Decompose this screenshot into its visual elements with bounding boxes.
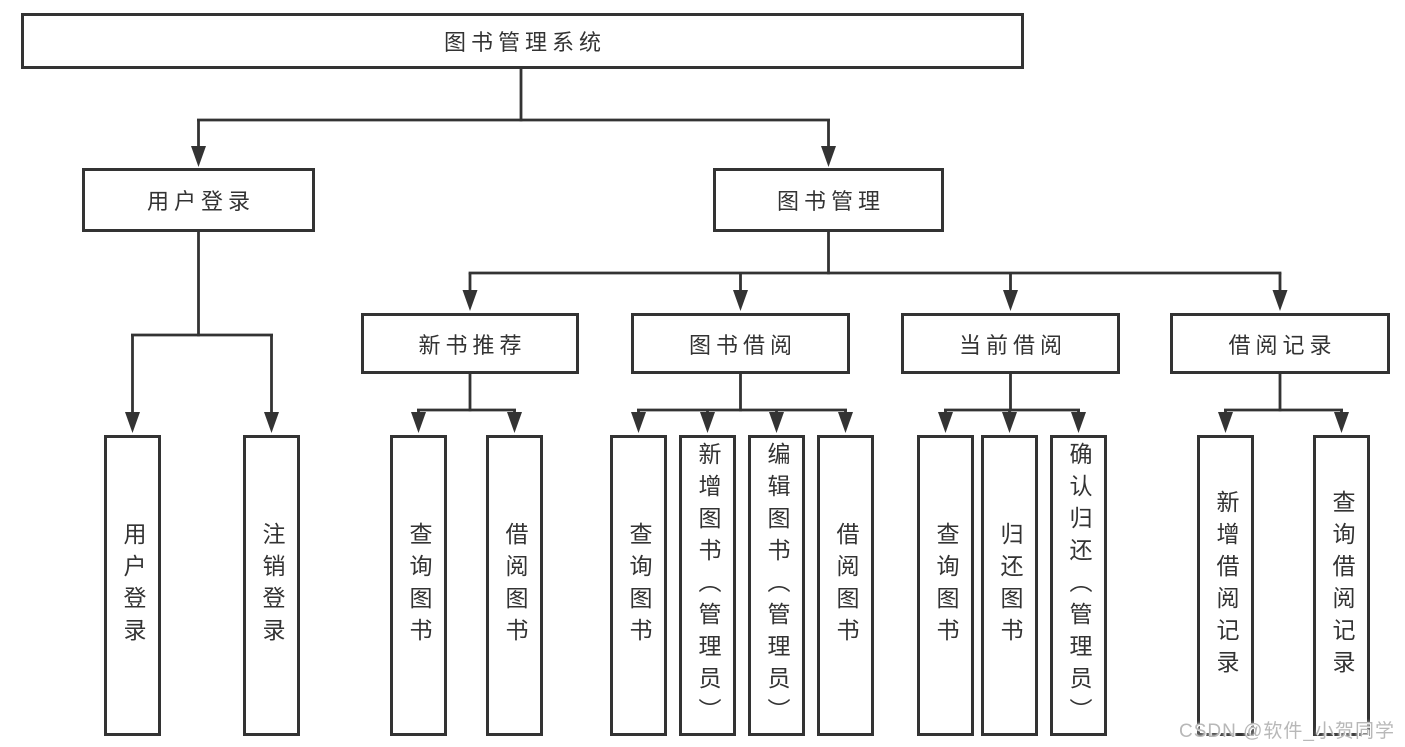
leaf-query-books-borrowing: 查询图书 [610, 435, 667, 736]
node-borrowing-records: 借阅记录 [1170, 313, 1390, 374]
node-book-management-label: 图书管理 [776, 189, 885, 214]
leaf-add-books-admin: 新增图书（管理员） [679, 435, 736, 736]
leaf-logout-label: 注销登录 [259, 521, 285, 650]
node-new-book-recommend: 新书推荐 [361, 313, 579, 374]
node-current-borrowing: 当前借阅 [901, 313, 1120, 374]
node-book-borrowing-label: 图书借阅 [688, 332, 797, 358]
leaf-query-books-borrowing-label: 查询图书 [626, 521, 652, 650]
csdn-watermark: CSDN @软件_小贺同学 [1179, 721, 1395, 742]
node-borrowing-records-label: 借阅记录 [1228, 332, 1337, 358]
leaf-confirm-return-admin-label: 确认归还（管理员） [1066, 441, 1092, 730]
leaf-user-login-label: 用户登录 [120, 521, 146, 650]
leaf-return-books: 归还图书 [981, 435, 1038, 736]
leaf-add-borrow-record: 新增借阅记录 [1197, 435, 1254, 736]
leaf-edit-books-admin-label: 编辑图书（管理员） [764, 441, 790, 730]
node-library-management-system-label: 图书管理系统 [443, 30, 606, 55]
leaf-logout: 注销登录 [243, 435, 300, 736]
leaf-return-books-label: 归还图书 [997, 521, 1023, 650]
leaf-borrow-books-recommend: 借阅图书 [486, 435, 543, 736]
leaf-query-books-recommend-label: 查询图书 [406, 521, 432, 650]
node-user-login: 用户登录 [82, 168, 315, 232]
leaf-edit-books-admin: 编辑图书（管理员） [748, 435, 805, 736]
leaf-confirm-return-admin: 确认归还（管理员） [1050, 435, 1107, 736]
node-library-management-system: 图书管理系统 [21, 13, 1024, 69]
leaf-borrow-books-label: 借阅图书 [833, 521, 859, 650]
leaf-query-borrow-record: 查询借阅记录 [1313, 435, 1370, 736]
leaf-borrow-books-recommend-label: 借阅图书 [502, 521, 528, 650]
leaf-user-login: 用户登录 [104, 435, 161, 736]
leaf-query-borrow-record-label: 查询借阅记录 [1329, 489, 1355, 682]
node-current-borrowing-label: 当前借阅 [958, 332, 1067, 358]
leaf-query-books-current-label: 查询图书 [933, 521, 959, 650]
leaf-add-books-admin-label: 新增图书（管理员） [695, 441, 721, 730]
leaf-query-books-recommend: 查询图书 [390, 435, 447, 736]
node-book-management: 图书管理 [713, 168, 944, 232]
leaf-query-books-current: 查询图书 [917, 435, 974, 736]
node-book-borrowing: 图书借阅 [631, 313, 850, 374]
leaf-borrow-books: 借阅图书 [817, 435, 874, 736]
node-user-login-label: 用户登录 [146, 189, 255, 214]
leaf-add-borrow-record-label: 新增借阅记录 [1213, 489, 1239, 682]
node-new-book-recommend-label: 新书推荐 [418, 332, 527, 358]
